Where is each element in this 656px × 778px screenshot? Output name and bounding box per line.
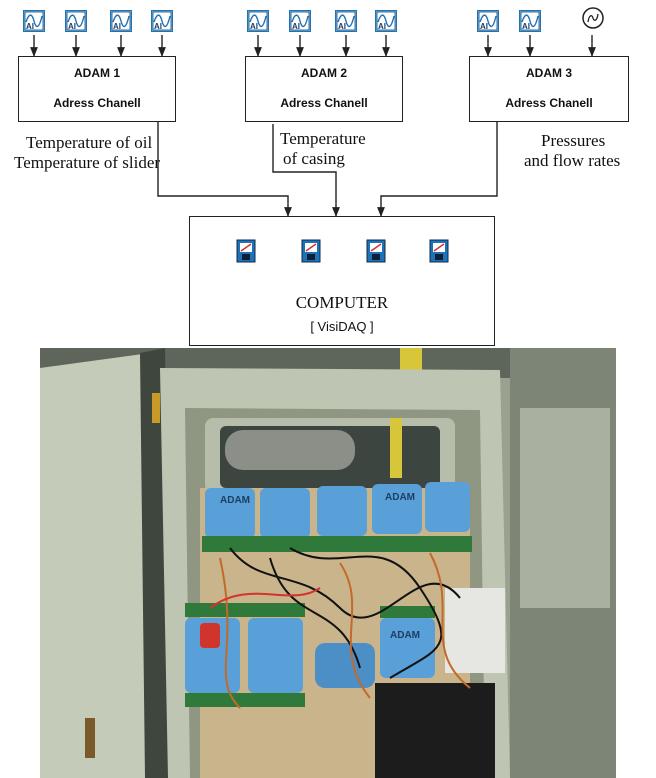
adam3-measure-2: and flow rates: [524, 151, 621, 170]
pressure-gauge-icon: [582, 7, 604, 29]
adam1-measure-2: Temperature of slider: [14, 153, 161, 172]
computer-software: [ VisiDAQ ]: [310, 319, 374, 334]
pc-module-icon: [301, 239, 321, 263]
analog-input-icon: AI: [477, 10, 499, 32]
terminal-strip: [202, 536, 472, 552]
adam3-box: ADAM 3 Adress Chanell: [469, 56, 629, 122]
analog-input-icon: AI: [247, 10, 269, 32]
computer-box: COMPUTER [ VisiDAQ ]: [189, 216, 495, 346]
adam1-title: ADAM 1: [73, 66, 120, 80]
analog-input-icon: AI: [375, 10, 397, 32]
module-label-2: ADAM: [385, 492, 415, 503]
adam2-subtitle: Adress Chanell: [280, 96, 368, 110]
photo-adam-module: [380, 618, 435, 678]
adam2-to-computer-line: [272, 124, 340, 217]
power-supply: [445, 588, 505, 673]
pc-module-icon: [236, 239, 256, 263]
analog-input-icon: AI: [289, 10, 311, 32]
ai-icon-text: AI: [113, 22, 121, 31]
photo-adam-module: [205, 488, 255, 538]
photo-adam-module: [315, 643, 375, 688]
ai-icon-text: AI: [68, 22, 76, 31]
computer-title: COMPUTER: [295, 293, 389, 312]
module-label-3: ADAM: [390, 630, 420, 641]
photo-adam-module: [248, 618, 303, 693]
adam1-subtitle: Adress Chanell: [53, 96, 141, 110]
top-module-row: ADAM ADAM: [202, 482, 472, 552]
adam3-title: ADAM 3: [525, 66, 572, 80]
adam3-subtitle: Adress Chanell: [505, 96, 593, 110]
ai-icon-text: AI: [338, 22, 346, 31]
ai-icon-text: AI: [250, 22, 258, 31]
photo-adam-module: [260, 488, 310, 538]
ai-icon-text: AI: [154, 22, 162, 31]
photo-adam-module: [425, 482, 470, 532]
ai-icon-text: AI: [378, 22, 386, 31]
analog-input-icon: AI: [110, 10, 132, 32]
cabinet-photo: ADAM ADAM ADAM: [40, 348, 616, 778]
adam2-measure-1: Temperature: [280, 129, 366, 148]
ai-icon-text: AI: [292, 22, 300, 31]
adam2-box: ADAM 2 Adress Chanell: [245, 56, 403, 122]
adam1-box: ADAM 1 Adress Chanell: [18, 56, 176, 122]
ai-icon-text: AI: [522, 22, 530, 31]
analog-input-icon: AI: [151, 10, 173, 32]
photo-adam-module: [372, 484, 422, 534]
pc-module-icon: [429, 239, 449, 263]
adam3-to-computer-line: [377, 122, 498, 217]
analog-input-icon: AI: [335, 10, 357, 32]
black-unit: [375, 683, 495, 778]
analog-input-icon: AI: [519, 10, 541, 32]
adam2-measure-2: of casing: [283, 149, 345, 168]
analog-input-icon: AI: [23, 10, 45, 32]
analog-input-icon: AI: [65, 10, 87, 32]
pc-module-icon: [366, 239, 386, 263]
red-connector: [200, 623, 220, 648]
adam1-measure-1: Temperature of oil: [26, 133, 153, 152]
ai-icon-text: AI: [26, 22, 34, 31]
photo-adam-module: [317, 486, 367, 536]
adam3-measure-1: Pressures: [541, 131, 606, 150]
ai-icon-text: AI: [480, 22, 488, 31]
wiring: [209, 547, 471, 709]
adam1-to-computer-line: [157, 122, 292, 217]
cabinet-door: [40, 353, 155, 778]
module-label-1: ADAM: [220, 495, 250, 506]
adam2-title: ADAM 2: [300, 66, 347, 80]
